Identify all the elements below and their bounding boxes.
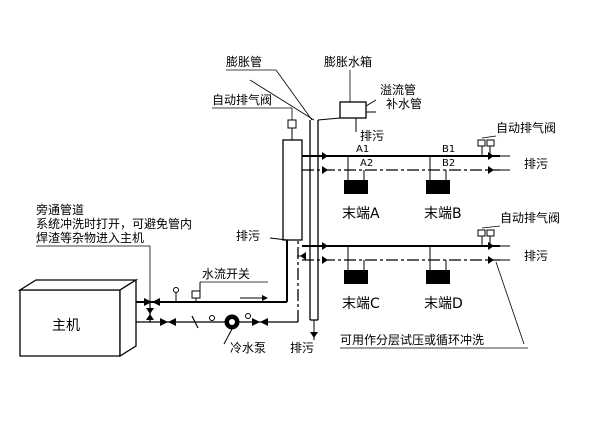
drain-tank-label: 排污: [360, 129, 384, 143]
bypass-note: 旁通管道 系统冲洗时打开，可避免管内 焊渣等杂物进入主机: [36, 202, 192, 302]
terminal-d: 末端D: [424, 270, 463, 312]
flow-switch-label: 水流开关: [202, 267, 250, 281]
chilled-water-pump: 冷水泵: [223, 314, 266, 355]
return-pipe: [136, 140, 299, 329]
makeup-pipe-label: 补水管: [386, 96, 422, 111]
drain-right-2-label: 排污: [524, 249, 548, 263]
terminal-b: 末端B: [424, 180, 462, 222]
auto-vent-1-label: 自动排气阀: [212, 92, 272, 107]
auto-vent-2-label: 自动排气阀: [496, 120, 556, 135]
tag-a2: A2: [360, 158, 373, 169]
terminal-a: 末端A: [342, 180, 380, 222]
drain-right-1-label: 排污: [524, 157, 548, 171]
pressure-test-note: 可用作分层试压或循环冲洗: [340, 332, 484, 347]
bypass-note-line3: 焊渣等杂物进入主机: [36, 230, 144, 245]
terminal-c-label: 末端C: [342, 296, 380, 312]
terminal-c: 末端C: [342, 270, 380, 312]
expansion-tank-label: 膨胀水箱: [324, 54, 372, 69]
tag-a1: A1: [356, 144, 369, 155]
bypass-note-line1: 旁通管道: [36, 202, 84, 217]
overflow-pipe-label: 溢流管: [380, 82, 416, 97]
riser: [269, 119, 306, 302]
tag-b1: B1: [442, 144, 455, 155]
pump-label: 冷水泵: [230, 341, 266, 355]
upper-branch: [302, 139, 510, 180]
flow-switch: 水流开关: [191, 267, 268, 302]
main-unit: 主机: [17, 278, 139, 358]
auto-vent-3-label: 自动排气阀: [500, 210, 560, 225]
terminal-a-label: 末端A: [342, 206, 380, 222]
lower-branch: [302, 229, 525, 345]
expansion-pipe-label: 膨胀管: [226, 54, 262, 69]
tag-b2: B2: [442, 158, 455, 169]
expansion-tank: [317, 70, 377, 132]
expansion-pipe: [249, 79, 319, 340]
bypass-note-line2: 系统冲洗时打开，可避免管内: [36, 216, 192, 231]
main-unit-label: 主机: [52, 318, 80, 334]
terminal-b-label: 末端B: [424, 206, 462, 222]
terminal-d-label: 末端D: [424, 296, 463, 312]
drain-bottom-label: 排污: [290, 341, 314, 355]
drain-left-label: 排污: [236, 229, 260, 243]
